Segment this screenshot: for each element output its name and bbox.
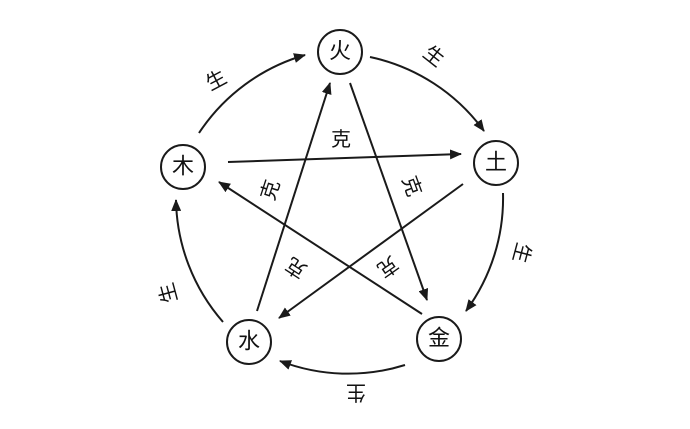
node-metal-circle: [416, 316, 462, 362]
node-wood-circle: [160, 144, 206, 190]
node-metal: 金: [416, 316, 462, 362]
node-fire-circle: [317, 29, 363, 75]
overcome-line-fire-to-metal: [349, 82, 429, 301]
node-wood-label: 木: [172, 155, 194, 180]
overcome-label-metal-wood: 克: [281, 252, 311, 283]
overcome-line-earth-to-water: [278, 183, 464, 319]
generate-arc-water-to-wood: [171, 199, 224, 323]
generate-arc-fire-to-earth: [369, 56, 485, 132]
generate-arc-earth-to-metal: [465, 192, 505, 312]
node-water-label: 水: [238, 330, 260, 355]
overcome-label-fire-metal: 克: [397, 172, 426, 199]
overcome-label-wood-earth: 克: [331, 127, 351, 151]
generate-arc-metal-to-water: [279, 360, 406, 375]
node-fire-label: 火: [329, 40, 351, 65]
node-water-circle: [226, 319, 272, 365]
node-earth-label: 土: [485, 151, 507, 176]
generate-arc-wood-to-fire: [198, 53, 306, 134]
node-fire: 火: [317, 29, 363, 75]
node-metal-label: 金: [428, 327, 450, 352]
generate-label-fire-earth: 生: [419, 40, 450, 71]
overcome-line-water-to-fire: [256, 82, 332, 312]
generate-label-water-wood: 生: [154, 280, 182, 306]
overcome-line-wood-to-earth: [227, 149, 462, 163]
overcome-label-earth-water: 克: [373, 251, 403, 282]
generate-label-wood-fire: 生: [202, 65, 231, 96]
node-wood: 木: [160, 144, 206, 190]
generate-label-metal-water: 生: [346, 381, 366, 405]
node-earth-circle: [473, 140, 519, 186]
generate-label-earth-metal: 生: [508, 240, 536, 266]
overcome-label-water-fire: 克: [255, 177, 284, 203]
node-water: 水: [226, 319, 272, 365]
node-earth: 土: [473, 140, 519, 186]
overcome-line-metal-to-wood: [218, 181, 423, 315]
